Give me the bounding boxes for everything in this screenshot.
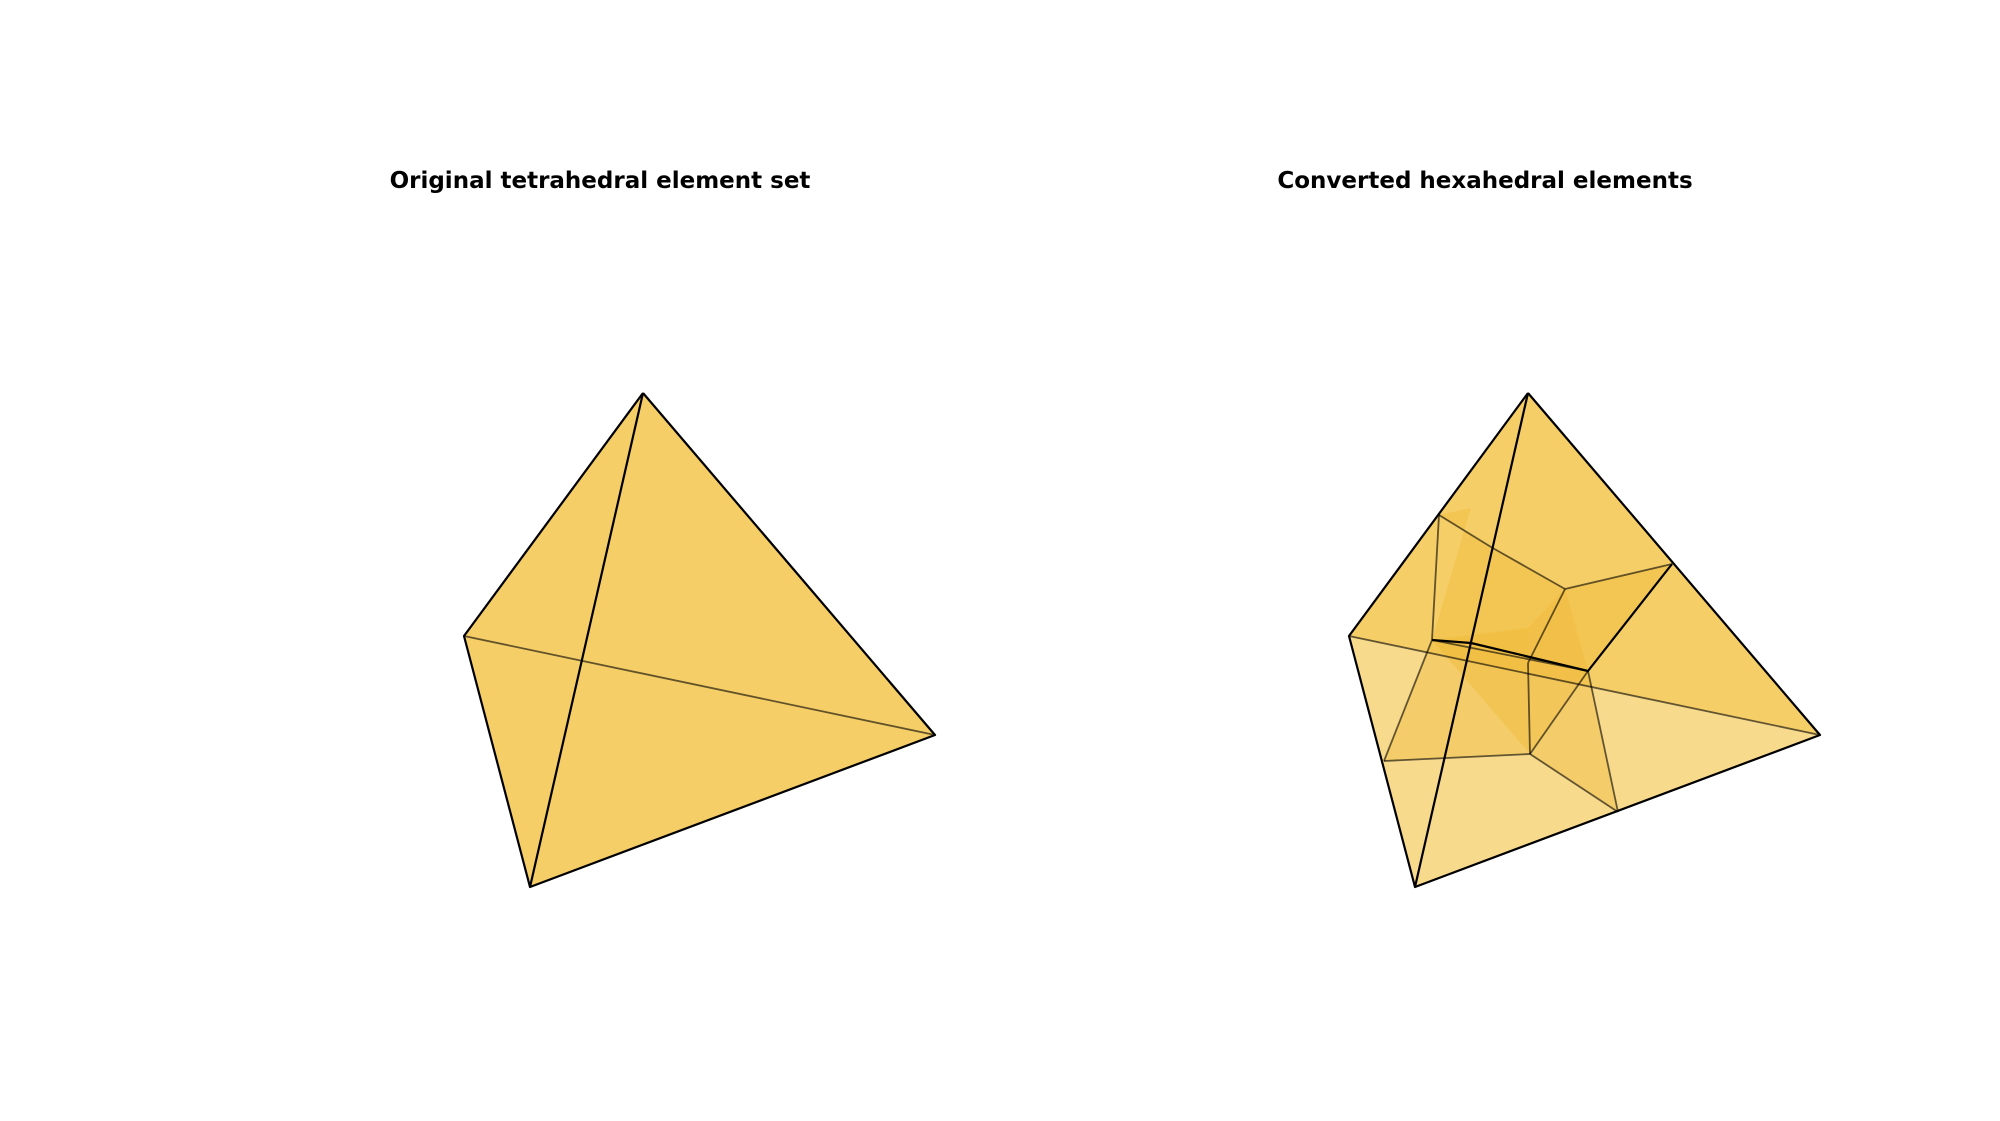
hex-cell-center — [1528, 589, 1588, 754]
tet-edge-front — [528, 392, 645, 888]
hex-cell-right — [1565, 564, 1672, 671]
hex-inner-edges — [1348, 514, 1821, 813]
tetrahedron-panel — [462, 392, 937, 889]
hex-cell-lower — [1530, 671, 1618, 812]
hex-cell-left — [1384, 628, 1530, 761]
left-panel-title: Original tetrahedral element set — [389, 168, 811, 194]
tet-face-back — [464, 393, 935, 735]
tet-face-bottom — [464, 636, 935, 887]
tet-silhouette — [462, 392, 937, 889]
hex-edge-front — [1413, 392, 1530, 888]
tet-edge-hidden — [463, 635, 936, 736]
hexahedra-panel — [1347, 392, 1822, 889]
right-panel-title: Converted hexahedral elements — [1277, 168, 1693, 194]
hex-inner-bold — [1431, 563, 1673, 673]
hex-cell-upper — [1432, 508, 1588, 754]
hex-outer-face-back — [1349, 393, 1820, 735]
hex-silhouette — [1347, 392, 1822, 889]
